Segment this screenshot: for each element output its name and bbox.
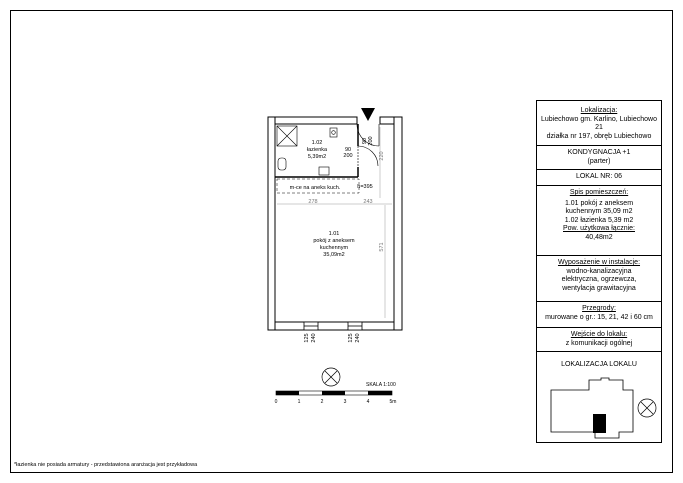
scale-tick-4: 4 [367, 399, 370, 405]
entry-arrow-icon [361, 108, 375, 121]
window2-width: 125 [348, 333, 354, 342]
walls-title: Przegrody: [582, 305, 616, 312]
toilet-icon [277, 157, 287, 171]
scale-tick-5: 5m [390, 399, 397, 405]
room-2-line: 1.02 łazienka 5,39 m2 [564, 216, 634, 224]
storey-sub: (parter) [587, 157, 611, 165]
location-compass-icon [637, 398, 657, 418]
wall-right [393, 116, 403, 331]
bath-name: łazienka [307, 147, 328, 153]
dim-220: 220 [379, 151, 385, 160]
room-name-2: kuchennym [320, 245, 349, 251]
install-title: Wyposażenie w instalacje: [557, 259, 641, 266]
door2-height: 200 [368, 136, 374, 145]
compass-icon [321, 367, 341, 387]
bath-area: 5,39m2 [308, 154, 326, 160]
window2-height: 240 [355, 333, 361, 342]
door-swing-bath [357, 145, 379, 167]
location-map-section: LOKALIZACJA LOKALU [537, 352, 661, 442]
scale-tick-2: 2 [321, 399, 324, 405]
shower-icon [276, 125, 298, 147]
walls-value: murowane o gr.: 15, 21, 42 i 60 cm [545, 313, 653, 321]
area-title: Pow. użytkowa łącznie: [563, 225, 635, 232]
wall-top-left [274, 116, 358, 125]
room-1-line-a: 1.01 pokój z aneksem [564, 199, 634, 207]
dim-278: 278 [308, 199, 317, 205]
room-1-line-b: kuchennym 35,09 m2 [565, 208, 633, 215]
install-1: wodno-kanalizacyjna [566, 267, 632, 275]
wall-top-right [379, 116, 395, 125]
install-2: elektryczna, ogrzewcza, [561, 276, 637, 283]
wall-left [267, 116, 276, 331]
entry-title: Wejście do lokalu: [570, 331, 628, 338]
walls-section: Przegrody: murowane o gr.: 15, 21, 42 i … [537, 302, 661, 328]
rooms-section: Spis pomieszczeń: 1.01 pokój z aneksem k… [537, 186, 661, 256]
location-map-title: LOKALIZACJA LOKALU [561, 361, 637, 368]
location-title: Lokalizacja: [580, 107, 618, 114]
scale-bar [275, 390, 393, 396]
sink-icon [318, 166, 330, 176]
bath-number: 1.02 [312, 140, 323, 146]
door-width: 90 [345, 147, 351, 153]
entry-section: Wejście do lokalu: z komunikacji ogólnej [537, 328, 661, 352]
install-3: wentylacja grawitacyjna [562, 284, 636, 292]
location-map [550, 377, 657, 439]
window1-height: 240 [311, 333, 317, 342]
location-line-2: działka nr 197, obręb Lubiechowo [546, 132, 652, 140]
wall-bottom [274, 321, 395, 331]
room-area: 35,09m2 [323, 252, 344, 258]
entry-value: z komunikacji ogólnej [565, 339, 633, 347]
door2-width: 90 [362, 138, 368, 144]
window1-width: 125 [304, 333, 310, 342]
scale-tick-1: 1 [298, 399, 301, 405]
bathroom-footnote: *łazienka nie posiada armatury - przedst… [14, 462, 198, 468]
storey-title: KONDYGNACJA +1 [567, 149, 631, 156]
location-section: Lokalizacja: Lubiechowo gm. Karlino, Lub… [537, 101, 661, 146]
installations-section: Wyposażenie w instalacje: wodno-kanaliza… [537, 256, 661, 302]
unit-location-marker [593, 414, 606, 433]
unit-section: LOKAL NR: 06 [537, 170, 661, 186]
scale-tick-0: 0 [275, 399, 278, 405]
kitchen-zone [276, 178, 360, 194]
dim-571: 571 [379, 242, 385, 251]
room-height: h=395 [357, 184, 372, 190]
scale-tick-3: 3 [344, 399, 347, 405]
unit-number: LOKAL NR: 06 [575, 173, 623, 180]
area-value: 40,48m2 [585, 233, 613, 241]
scale-label: SKALA 1:100 [366, 382, 396, 388]
kitchen-note: m-ce na aneks kuch. [290, 185, 341, 191]
room-name-1: pokój z aneksem [313, 238, 355, 244]
room-number: 1.01 [329, 231, 340, 237]
door-swing-entry [356, 123, 380, 147]
door-height: 200 [343, 153, 352, 159]
info-panel: Lokalizacja: Lubiechowo gm. Karlino, Lub… [536, 100, 662, 443]
dim-243: 243 [363, 199, 372, 205]
washbasin-icon [329, 127, 338, 138]
location-line-1: Lubiechowo gm. Karlino, Lubiechowo 21 [541, 115, 657, 132]
drawing-frame [10, 10, 673, 473]
storey-section: KONDYGNACJA +1 (parter) [537, 146, 661, 170]
rooms-title: Spis pomieszczeń: [569, 189, 629, 196]
